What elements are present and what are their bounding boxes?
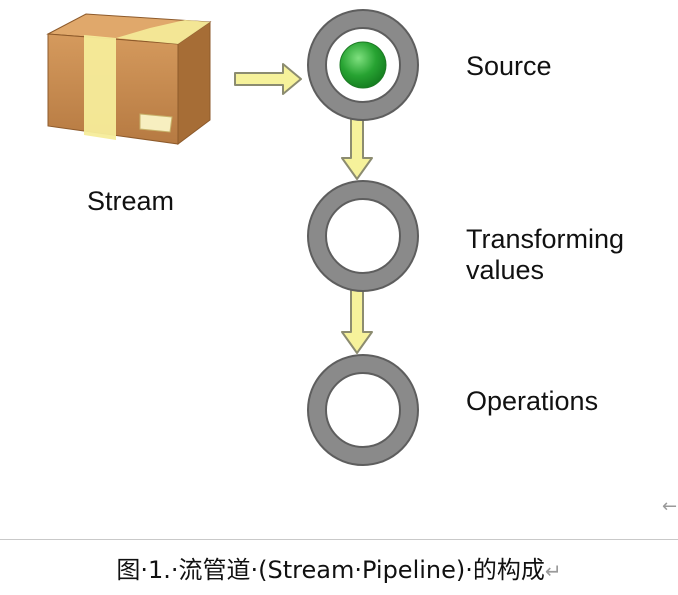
arrow-down-icon [341,281,373,354]
arrow-right-icon [234,63,302,95]
stage-label-line: Transforming [466,224,625,254]
stream-pipeline-diagram: Stream Source Transforming values Operat… [46,9,624,466]
stage-ring-source [307,9,419,121]
stage-ring-transforming [307,180,419,292]
figure-caption: 图·1.·流管道·(Stream·Pipeline)·的构成↵ [0,550,678,585]
stage-label-line: values [466,255,545,285]
stage-label-line: Source [466,51,552,81]
caption-text: 图·1.·流管道·(Stream·Pipeline)·的构成 [116,556,545,584]
active-dot-icon [339,41,387,89]
stream-label: Stream [87,186,175,216]
diagram-graphics [46,9,419,466]
divider [0,539,678,540]
stage-label-transforming: Transforming values [466,224,624,286]
stage-label-source: Source [466,51,552,82]
stage-label-line: Operations [466,386,599,416]
arrow-down-icon [341,112,373,180]
stage-label-operations: Operations [466,386,598,417]
stage-ring-operations [307,354,419,466]
return-symbol: ↵ [544,559,562,583]
side-mark: ← [662,496,678,517]
box-icon [46,13,212,145]
